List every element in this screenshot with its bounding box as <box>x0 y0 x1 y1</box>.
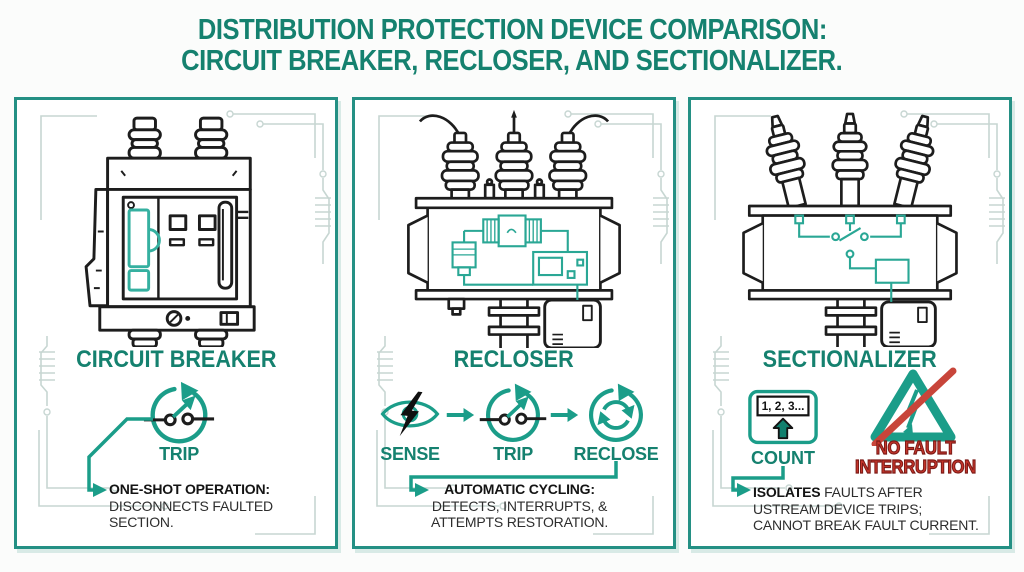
flow-arrow-icon <box>446 407 475 423</box>
step-label-reclose: RECLOSE <box>573 444 659 464</box>
note-line: DISCONNECTS FAULTED <box>109 497 273 514</box>
sense-icon <box>380 391 440 437</box>
title-line-2: CIRCUIT BREAKER, RECLOSER, AND SECTIONAL… <box>181 45 843 77</box>
note-line: CANNOT BREAK FAULT CURRENT. <box>753 517 979 533</box>
note-circuit-breaker: ONE-SHOT OPERATION: DISCONNECTS FAULTED … <box>109 481 309 531</box>
panel-title-sectionalizer: SECTIONALIZER <box>762 346 938 373</box>
panel-title-recloser: RECLOSER <box>453 346 575 373</box>
no-fault-warning-icon <box>870 367 957 446</box>
count-icon: 1, 2, 3... <box>748 389 818 445</box>
page-title: DISTRIBUTION PROTECTION DEVICE COMPARISO… <box>0 15 1024 77</box>
circuit-breaker-illustration <box>84 116 256 347</box>
count-sequence: 1, 2, 3... <box>762 399 805 413</box>
trip-icon <box>143 381 215 444</box>
step-label-trip: TRIP <box>493 444 533 464</box>
note-lead: ONE-SHOT OPERATION: <box>109 481 270 497</box>
step-label-trip: TRIP <box>159 444 199 464</box>
count-label: COUNT <box>751 448 815 468</box>
warning-line: NO FAULT <box>875 437 956 459</box>
note-line: DETECTS, INTERRUPTS, & <box>431 497 608 514</box>
note-lead: AUTOMATIC CYCLING: <box>444 481 595 497</box>
trip-icon <box>479 383 547 442</box>
panel-sectionalizer: SECTIONALIZER 1, 2, 3... COUNT NO FAULT … <box>688 97 1012 549</box>
note-sectionalizer: ISOLATES FAULTS AFTER USTREAM DEVICE TRI… <box>753 484 1003 534</box>
reclose-icon <box>589 383 643 442</box>
warning-line: INTERRUPTION <box>855 455 977 477</box>
note-line: ATTEMPTS RESTORATION. <box>430 514 609 530</box>
note-line: USTREAM DEVICE TRIPS; <box>753 500 923 517</box>
title-line-1: DISTRIBUTION PROTECTION DEVICE COMPARISO… <box>197 14 827 46</box>
panel-circuit-breaker: CIRCUIT BREAKER TRIP ONE-SHOT OPERATION:… <box>14 97 338 549</box>
note-line: SECTION. <box>109 514 174 530</box>
recloser-illustration <box>407 109 621 348</box>
panel-recloser: RECLOSER <box>352 97 676 549</box>
note-recloser: AUTOMATIC CYCLING: DETECTS, INTERRUPTS, … <box>417 481 622 531</box>
panel-title-circuit-breaker: CIRCUIT BREAKER <box>75 346 277 373</box>
note-lead: ISOLATES <box>753 484 821 500</box>
flow-arrow-icon <box>550 407 579 423</box>
sectionalizer-illustration <box>742 112 958 347</box>
step-label-sense: SENSE <box>380 444 440 464</box>
warning-text: NO FAULT INTERRUPTION <box>844 437 987 477</box>
note-lead-rest: FAULTS AFTER <box>820 484 923 500</box>
